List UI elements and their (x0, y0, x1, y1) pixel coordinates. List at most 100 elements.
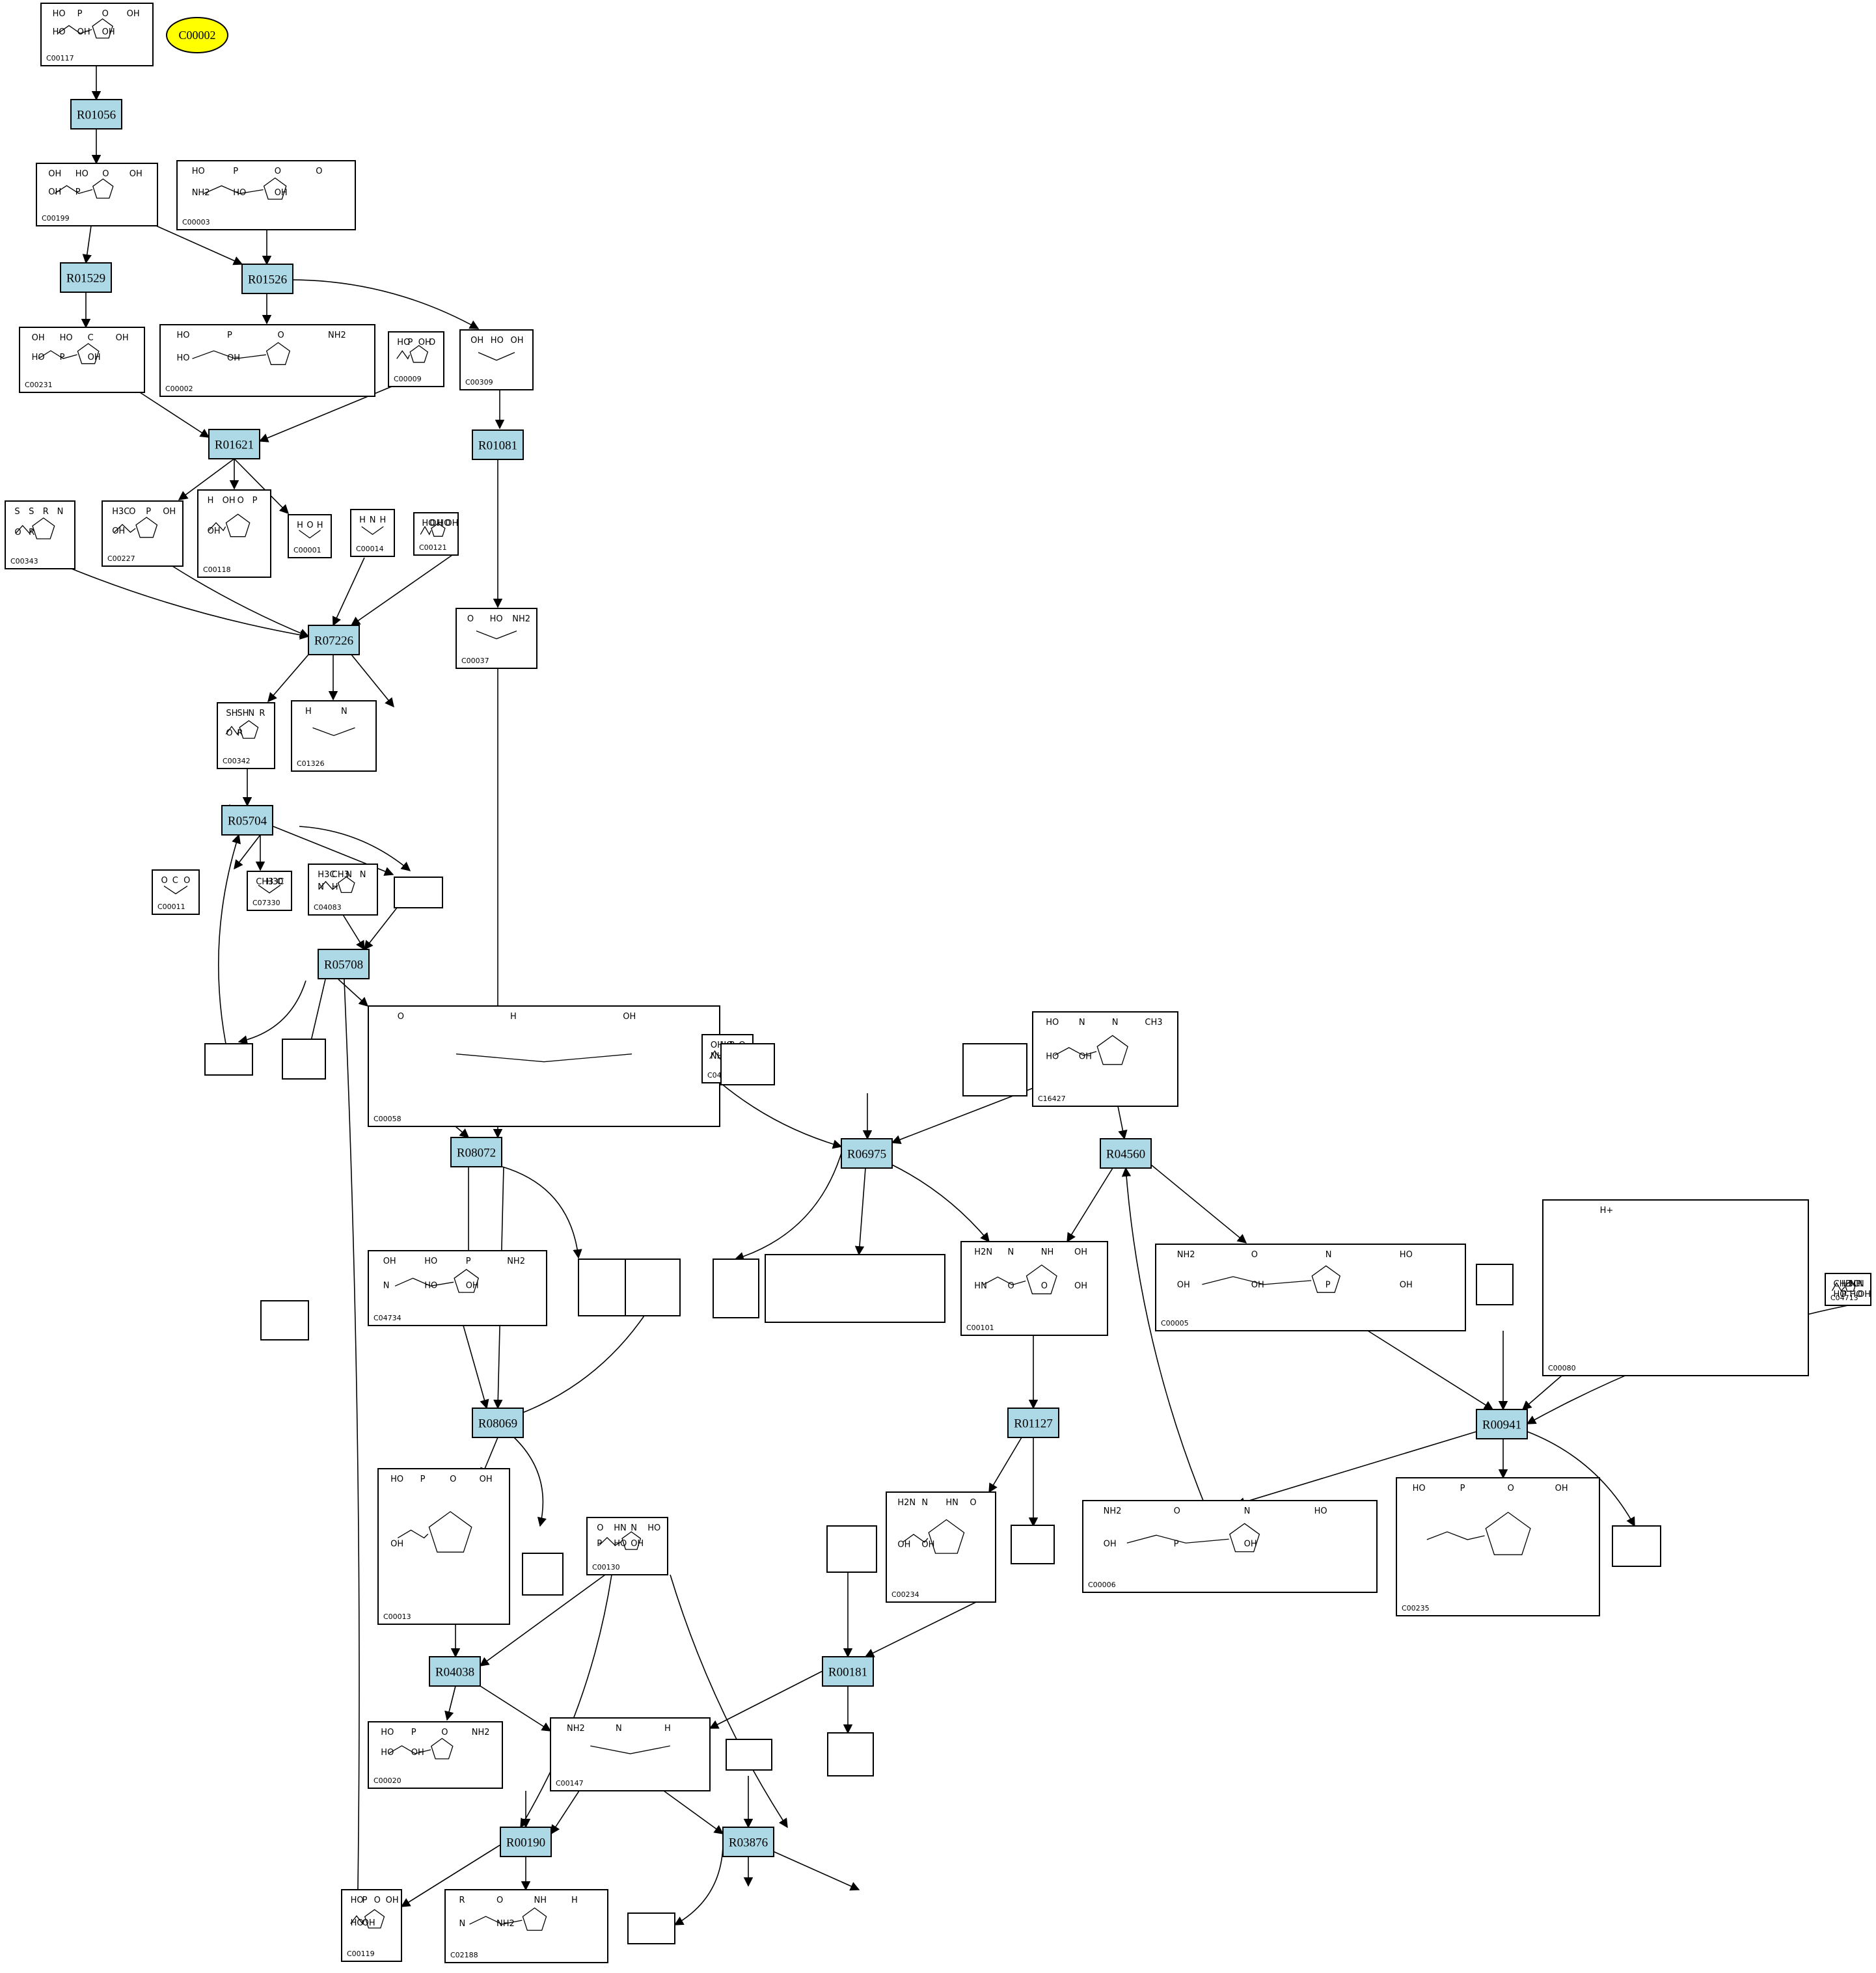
highlight-node-shape[interactable] (166, 17, 228, 53)
empty-node[interactable] (394, 877, 443, 908)
reaction-box[interactable] (1100, 1138, 1152, 1169)
compound-box[interactable] (5, 500, 75, 569)
compound-box[interactable] (159, 324, 375, 397)
reaction-box[interactable] (822, 1656, 874, 1687)
reaction-r05708[interactable]: R05708 (318, 949, 370, 979)
reaction-r01081[interactable]: R01081 (472, 429, 524, 460)
compound-box[interactable] (288, 514, 332, 558)
compound-box[interactable] (522, 1553, 564, 1596)
compound-box[interactable] (1032, 1011, 1178, 1107)
compound-box[interactable] (827, 1732, 874, 1776)
compound-box[interactable] (1476, 1264, 1514, 1305)
reaction-r01621[interactable]: R01621 (208, 429, 260, 459)
compound-box[interactable] (388, 331, 444, 387)
reaction-box[interactable] (722, 1827, 774, 1857)
empty-node[interactable] (726, 1739, 772, 1771)
reaction-box[interactable] (208, 429, 260, 459)
compound-box[interactable] (886, 1491, 996, 1603)
compound-box[interactable] (720, 1043, 775, 1085)
compound-box[interactable] (40, 3, 154, 66)
reaction-r03876[interactable]: R03876 (722, 1827, 774, 1857)
empty-node[interactable] (204, 1043, 253, 1076)
compound-box[interactable] (217, 702, 275, 769)
empty-node[interactable] (627, 1912, 675, 1944)
reaction-box[interactable] (318, 949, 370, 979)
reaction-r00941[interactable]: R00941 (1476, 1409, 1528, 1439)
compound-box[interactable] (578, 1259, 627, 1316)
reaction-box[interactable] (60, 262, 112, 293)
compound-box[interactable] (36, 163, 158, 226)
reaction-r07226[interactable]: R07226 (308, 625, 360, 655)
compound-box[interactable] (1612, 1525, 1661, 1567)
compound-box[interactable] (550, 1717, 711, 1791)
compound-box[interactable] (377, 1468, 510, 1625)
reaction-box[interactable] (450, 1137, 502, 1167)
compound-box[interactable] (1011, 1525, 1055, 1564)
reaction-r05704[interactable]: R05704 (221, 805, 273, 836)
compound-box[interactable] (960, 1241, 1108, 1336)
compound-box[interactable] (713, 1259, 759, 1318)
reaction-r08069[interactable]: R08069 (472, 1408, 524, 1438)
highlight-node[interactable]: C00002 (166, 17, 228, 53)
reaction-r01056[interactable]: R01056 (70, 99, 122, 129)
compound-box[interactable] (247, 871, 292, 911)
compound-box[interactable] (152, 869, 200, 915)
reaction-r00181[interactable]: R00181 (822, 1656, 874, 1687)
compound-box[interactable] (197, 489, 271, 578)
compound-box[interactable] (1155, 1244, 1466, 1331)
reaction-r00190[interactable]: R00190 (500, 1827, 552, 1857)
compound-box[interactable] (826, 1525, 877, 1573)
reaction-box[interactable] (500, 1827, 552, 1857)
compound-box[interactable] (19, 327, 145, 393)
compound-box[interactable] (1396, 1477, 1600, 1616)
compound-box[interactable] (350, 509, 395, 557)
reaction-r01526[interactable]: R01526 (241, 264, 293, 294)
compound-box[interactable] (625, 1259, 681, 1316)
compound-box[interactable] (176, 160, 356, 230)
reaction-r04560[interactable]: R04560 (1100, 1138, 1152, 1169)
reaction-box[interactable] (1476, 1409, 1528, 1439)
compound-box[interactable] (308, 864, 378, 916)
reaction-r01127[interactable]: R01127 (1007, 1408, 1059, 1438)
compound-box[interactable] (765, 1254, 945, 1323)
reaction-r06975[interactable]: R06975 (841, 1138, 893, 1169)
reaction-box[interactable] (472, 429, 524, 460)
compound-box[interactable] (368, 1005, 720, 1127)
reaction-box[interactable] (308, 625, 360, 655)
reaction-box[interactable] (841, 1138, 893, 1169)
reaction-box[interactable] (241, 264, 293, 294)
compound-box[interactable] (1082, 1500, 1378, 1593)
compound-box[interactable] (102, 500, 184, 567)
reaction-box[interactable] (472, 1408, 524, 1438)
